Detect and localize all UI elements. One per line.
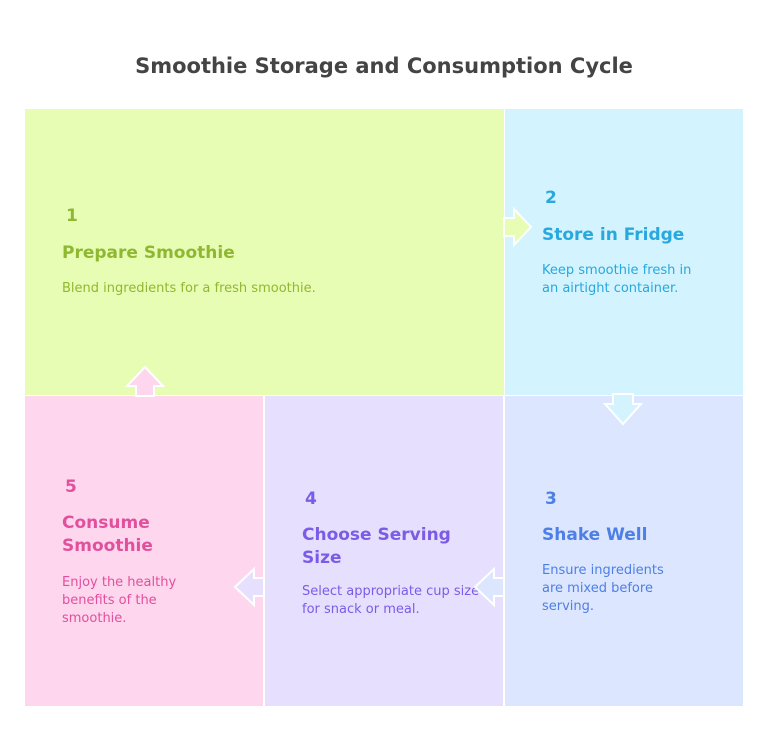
- arrow-up-icon: [124, 365, 166, 397]
- arrow-right-icon: [503, 206, 533, 248]
- step-2-number: 2: [545, 188, 557, 208]
- step-5-number: 5: [65, 477, 77, 497]
- step-1-description: Blend ingredients for a fresh smoothie.: [62, 281, 316, 296]
- step-4-heading: Choose Serving Size: [302, 525, 451, 568]
- step-3-heading: Shake Well: [542, 525, 648, 545]
- diagram-title: Smoothie Storage and Consumption Cycle: [135, 54, 633, 78]
- step-1-box: 1 Prepare Smoothie Blend ingredients for…: [25, 109, 504, 395]
- step-5-description: Enjoy the healthy benefits of the smooth…: [62, 575, 177, 626]
- step-5-box: 5 Consume Smoothie Enjoy the healthy ben…: [25, 396, 263, 706]
- step-1-number: 1: [66, 206, 78, 226]
- arrow-down-icon: [602, 393, 644, 426]
- step-4-description: Select appropriate cup size for snack or…: [302, 584, 480, 617]
- step-3-description: Ensure ingredients are mixed before serv…: [542, 563, 664, 614]
- step-2-description: Keep smoothie fresh in an airtight conta…: [542, 263, 692, 296]
- arrow-left-icon: [233, 566, 265, 608]
- arrow-left-icon: [473, 566, 505, 608]
- step-3-number: 3: [545, 489, 557, 509]
- step-2-heading: Store in Fridge: [542, 225, 685, 245]
- step-2-box: 2 Store in Fridge Keep smoothie fresh in…: [505, 109, 743, 395]
- step-1-heading: Prepare Smoothie: [62, 243, 235, 263]
- step-3-box: 3 Shake Well Ensure ingredients are mixe…: [505, 396, 743, 706]
- step-4-box: 4 Choose Serving Size Select appropriate…: [265, 396, 503, 706]
- step-5-heading: Consume Smoothie: [62, 513, 153, 556]
- step-4-number: 4: [305, 489, 317, 509]
